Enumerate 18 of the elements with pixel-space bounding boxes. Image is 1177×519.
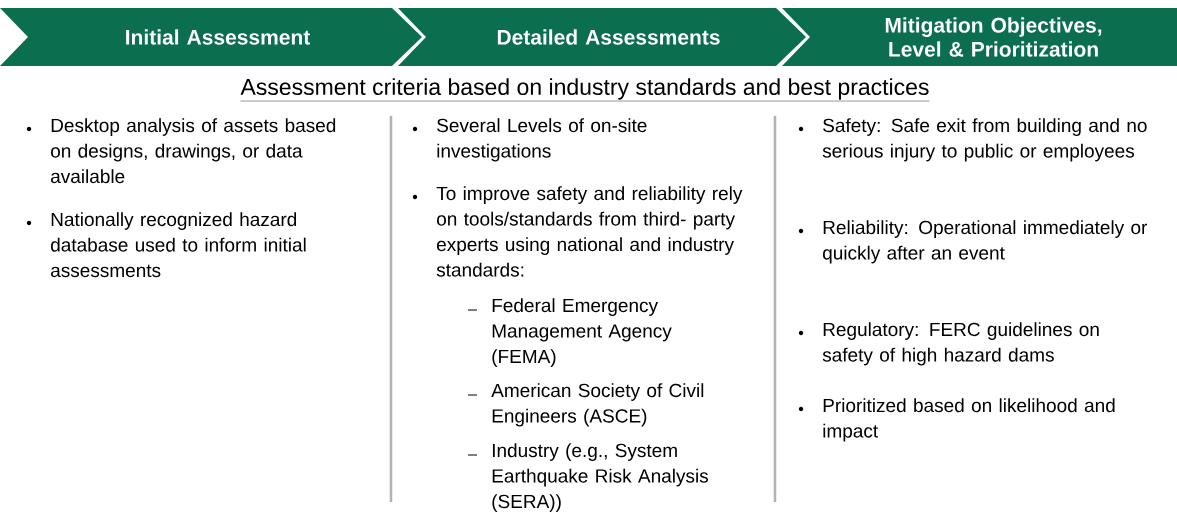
bullet-item: Safety: Safe exit from building and no serious injury to public or employees: [798, 118, 1147, 162]
chevron-header: Detailed Assessments: [398, 8, 806, 66]
chevron-header: Mitigation Objectives, Level & Prioritization: [782, 8, 1177, 66]
bullet-item: Regulatory: FERC guidelines on safety of high hazard dams: [798, 322, 1099, 366]
node-label: Initial Assessment: [126, 29, 311, 45]
bullet-item: Federal Emergency Management Agency (FEMA): [467, 298, 672, 367]
bullet-item: Several Levels of on-site investigations: [412, 118, 647, 162]
chevron-header: Initial Assessment: [0, 8, 422, 66]
bullet-item: Reliability: Operational immediately or quickly after an event: [798, 220, 1148, 264]
bullet-item: Desktop analysis of assets based on designs, drawings, or data available: [26, 118, 336, 184]
subtitle: Assessment criteria based on industry standards and best practices: [240, 78, 930, 102]
bullet-item: Prioritized based on likelihood and impact: [798, 398, 1115, 442]
bullet-item: Nationally recognized hazard database used to inform initial assessments: [26, 212, 306, 278]
bullet-item: To improve safety and reliability rely on tools/standards from third- party experts using national and industry standards:: [412, 186, 743, 277]
node-label: Mitigation Objectives, Level & Prioritization: [885, 17, 1102, 57]
bullet-item: American Society of Civil Engineers (ASCE): [467, 383, 704, 427]
bullet-item: Industry (e.g., System Earthquake Risk Analysis (SERA)): [467, 443, 708, 512]
node-label: Detailed Assessments: [497, 29, 720, 45]
